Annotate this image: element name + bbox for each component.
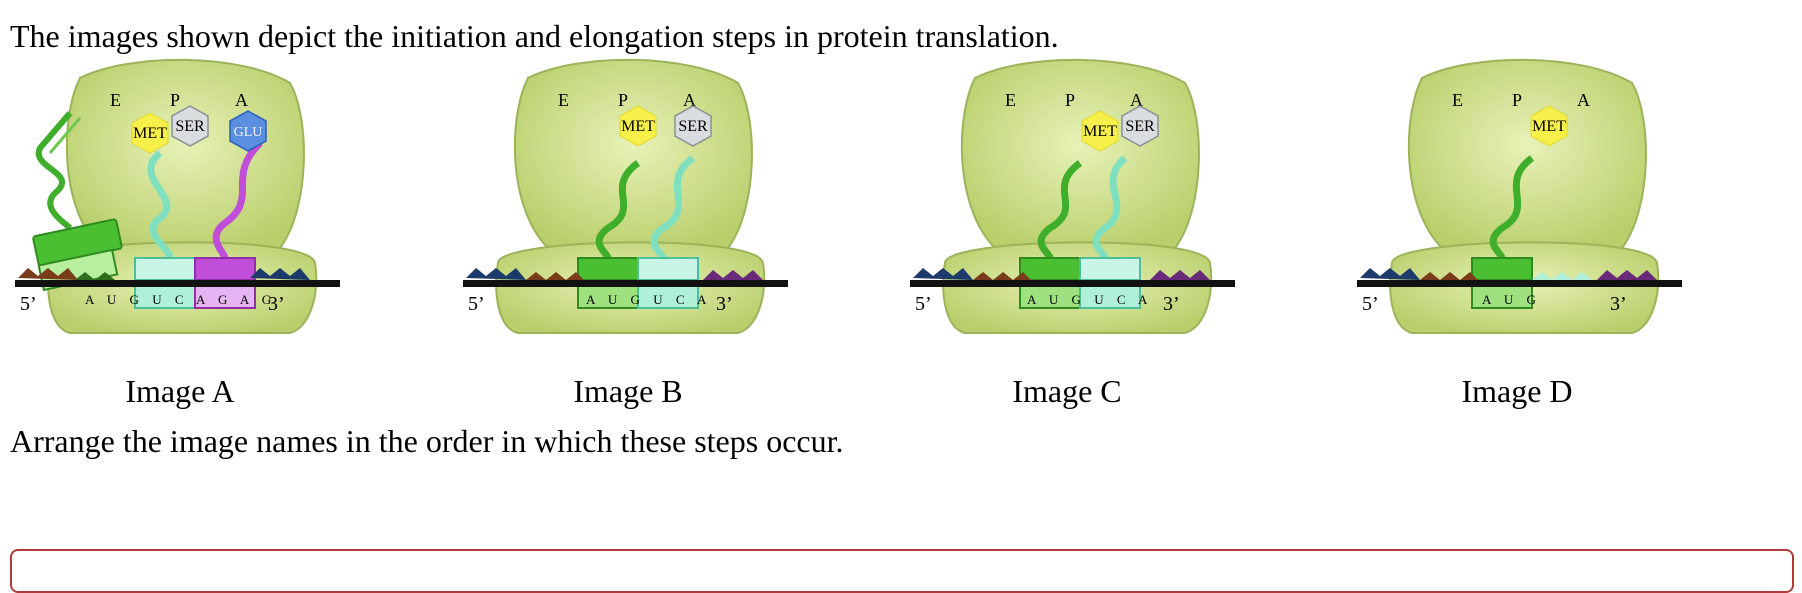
three-prime-label: 3’ [1163,293,1180,315]
ribosome-diagram-d: E P A MET A U G 5’ 3’ [1357,58,1682,334]
mrna-strand [1357,268,1682,287]
amino-acid-glu: GLU [229,110,267,152]
site-p-label: P [1065,90,1075,110]
caption-image-c: Image C [1012,373,1122,409]
site-e-label: E [1005,90,1016,110]
three-prime-label: 3’ [1610,293,1627,315]
mrna-strand [910,268,1235,287]
figure-image-a: E P A MET SER [10,58,350,368]
caption-image-a: Image A [125,373,235,409]
site-a-label: A [235,90,248,110]
mrna-sequence: A U G [1482,292,1541,307]
amino-acid-ser: SER [1121,105,1159,147]
site-e-label: E [110,90,121,110]
site-a-label: A [683,90,696,110]
five-prime-label: 5’ [1362,293,1379,315]
amino-acid-met-label: MET [1083,123,1117,140]
three-prime-label: 3’ [268,293,285,315]
figure-image-b: E P A MET SER A U G U C A 5’ 3’ [458,58,798,368]
amino-acid-ser-label: SER [678,118,708,135]
ribosome-diagram-a: E P A MET SER [15,58,340,334]
question-intro: The images shown depict the initiation a… [10,18,1059,54]
amino-acid-met: MET [1081,110,1119,152]
amino-acid-met-label: MET [1532,118,1566,135]
mrna-sequence: A U G U C A [1027,292,1152,307]
ribosome-diagram-c: E P A MET SER A U G U C A 5’ 3’ [910,58,1235,334]
site-a-label: A [1130,90,1143,110]
amino-acid-ser: SER [171,105,209,147]
caption-image-b: Image B [573,373,683,409]
site-a-label: A [1577,90,1590,110]
site-p-label: P [1512,90,1522,110]
mrna-strand [15,268,340,287]
amino-acid-ser: SER [674,105,712,147]
amino-acid-met-label: MET [621,118,655,135]
figure-image-d: E P A MET A U G 5’ 3’ [1352,58,1692,368]
five-prime-label: 5’ [20,293,37,315]
amino-acid-met: MET [131,112,169,154]
answer-ordering-area[interactable] [10,549,1794,593]
figure-image-c: E P A MET SER A U G U C A 5’ 3’ [905,58,1245,368]
five-prime-label: 5’ [915,293,932,315]
site-p-label: P [170,90,180,110]
mrna-sequence: A U G U C A G A G [85,292,276,307]
site-e-label: E [1452,90,1463,110]
mrna-sequence: A U G U C A [586,292,711,307]
site-e-label: E [558,90,569,110]
amino-acid-met: MET [1530,105,1568,147]
mrna-strand [463,268,788,287]
question-prompt: Arrange the image names in the order in … [10,423,844,459]
three-prime-label: 3’ [716,293,733,315]
amino-acid-glu-label: GLU [234,125,263,140]
five-prime-label: 5’ [468,293,485,315]
amino-acid-met-label: MET [133,125,167,142]
amino-acid-ser-label: SER [175,118,205,135]
ribosome-diagram-b: E P A MET SER A U G U C A 5’ 3’ [463,58,788,334]
amino-acid-ser-label: SER [1125,118,1155,135]
caption-image-d: Image D [1461,373,1573,409]
amino-acid-met: MET [619,105,657,147]
site-p-label: P [618,90,628,110]
